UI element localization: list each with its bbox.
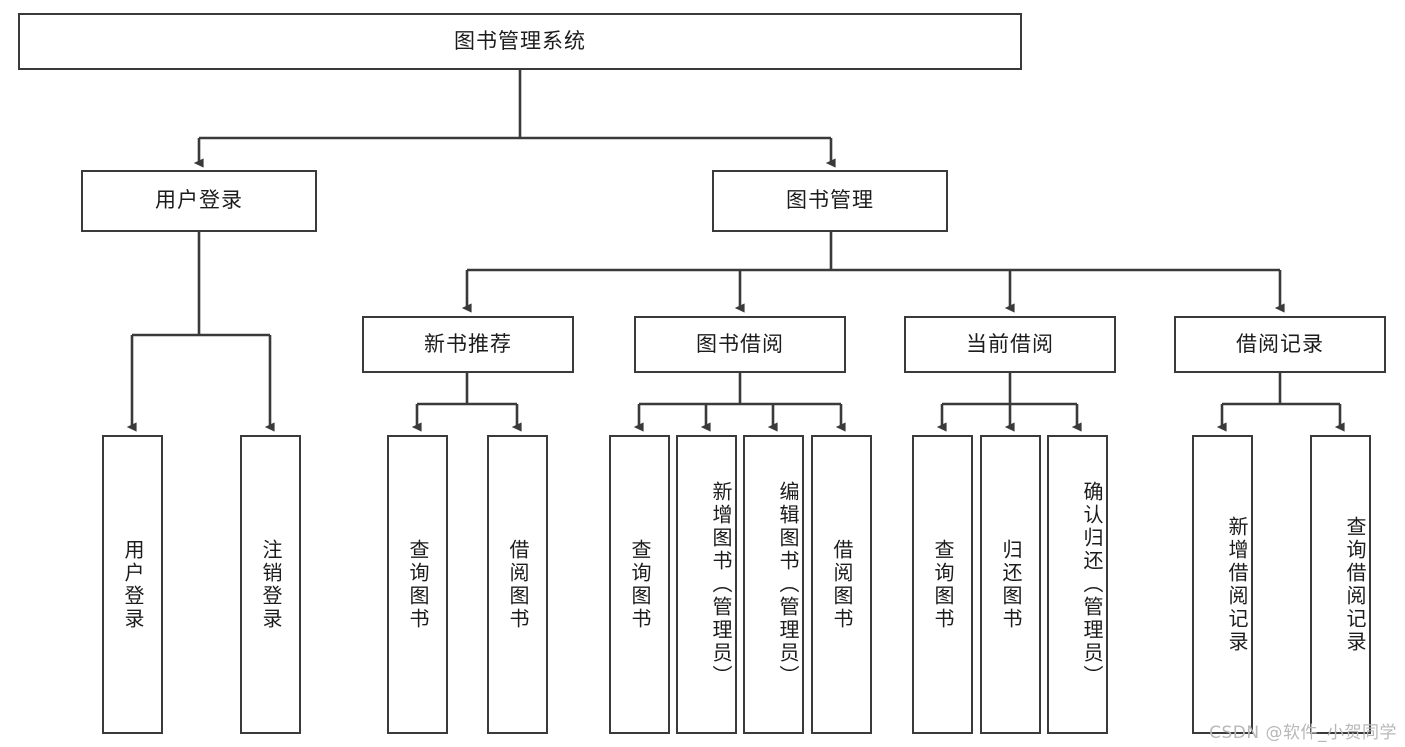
leaf-br-add-record[interactable]: 新增借阅记录 (1192, 435, 1253, 734)
node-label: 查询图书 (406, 538, 430, 631)
node-label: 新增借阅记录 (1225, 515, 1249, 654)
node-label: 注销登录 (259, 538, 283, 631)
leaf-logout[interactable]: 注销登录 (240, 435, 301, 734)
node-label: 用户登录 (121, 538, 145, 631)
node-label: 当前借阅 (966, 331, 1054, 356)
leaf-bb-query-book[interactable]: 查询图书 (609, 435, 670, 734)
leaf-bb-borrow-book[interactable]: 借阅图书 (811, 435, 872, 734)
node-label: 借阅图书 (506, 538, 530, 631)
node-borrowing-record[interactable]: 借阅记录 (1174, 316, 1386, 373)
node-book-borrowing[interactable]: 图书借阅 (634, 316, 846, 373)
node-label: 编辑图书（管理员） (776, 481, 800, 688)
node-root-book-management-system[interactable]: 图书管理系统 (18, 13, 1022, 70)
node-label: 查询借阅记录 (1343, 515, 1367, 654)
leaf-br-query-record[interactable]: 查询借阅记录 (1310, 435, 1371, 734)
leaf-user-login[interactable]: 用户登录 (102, 435, 163, 734)
leaf-nb-query-book[interactable]: 查询图书 (387, 435, 448, 734)
leaf-cb-confirm-return-admin[interactable]: 确认归还（管理员） (1047, 435, 1108, 734)
node-label: 新书推荐 (424, 331, 512, 356)
node-label: 查询图书 (628, 538, 652, 631)
node-label: 借阅记录 (1236, 331, 1324, 356)
node-label: 图书管理系统 (454, 28, 586, 53)
node-book-management[interactable]: 图书管理 (712, 170, 948, 232)
leaf-cb-query-book[interactable]: 查询图书 (912, 435, 973, 734)
leaf-cb-return-book[interactable]: 归还图书 (980, 435, 1041, 734)
node-new-book-recommendation[interactable]: 新书推荐 (362, 316, 574, 373)
node-label: 图书借阅 (696, 331, 784, 356)
node-label: 查询图书 (931, 538, 955, 631)
leaf-nb-borrow-book[interactable]: 借阅图书 (487, 435, 548, 734)
node-current-borrowing[interactable]: 当前借阅 (904, 316, 1116, 373)
node-label: 用户登录 (155, 188, 243, 213)
leaf-bb-edit-book-admin[interactable]: 编辑图书（管理员） (743, 435, 804, 734)
node-label: 图书管理 (786, 188, 874, 213)
node-user-login[interactable]: 用户登录 (81, 170, 317, 232)
node-label: 新增图书（管理员） (709, 481, 733, 688)
node-label: 归还图书 (999, 538, 1023, 631)
node-label: 确认归还（管理员） (1080, 481, 1104, 688)
watermark-text: CSDN @软件_小贺同学 (1209, 723, 1397, 743)
leaf-bb-add-book-admin[interactable]: 新增图书（管理员） (676, 435, 737, 734)
node-label: 借阅图书 (830, 538, 854, 631)
